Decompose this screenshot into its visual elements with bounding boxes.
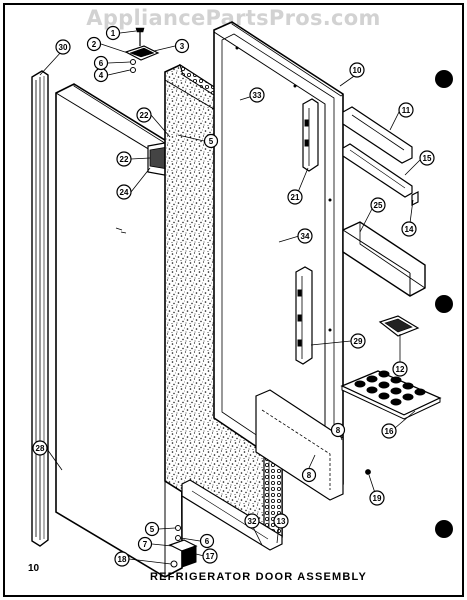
callout-8-upper: 8	[330, 422, 346, 438]
callout-30: 30	[55, 39, 71, 55]
callout-label-33: 33	[253, 91, 262, 100]
callout-label-6-bottom: 6	[205, 537, 210, 546]
binder-hole-middle	[435, 295, 453, 313]
callout-4: 4	[93, 67, 109, 83]
callout-2: 2	[86, 36, 102, 52]
callout-label-8-upper: 8	[336, 426, 341, 435]
callout-label-22-lower: 22	[120, 155, 129, 164]
callout-label-6-top: 6	[99, 59, 104, 68]
part-bottom-hinge	[168, 525, 198, 568]
callout-5-hinge: 5	[0, 0, 5, 2]
callout-29: 29	[350, 333, 366, 349]
callout-10: 10	[349, 62, 365, 78]
callout-1: 1	[105, 25, 121, 41]
callout-label-32: 32	[248, 517, 257, 526]
callout-label-15: 15	[423, 154, 432, 163]
callout-label-22-upper: 22	[140, 111, 149, 120]
part-shelf-bracket-upper	[302, 98, 319, 172]
callout-label-12: 12	[396, 365, 405, 374]
callout-label-34: 34	[301, 232, 310, 241]
callout-label-13: 13	[277, 517, 286, 526]
callout-label-18: 18	[118, 555, 127, 564]
callout-label-28: 28	[36, 444, 45, 453]
callout-8-lower: 8	[301, 467, 317, 483]
part-butter-dish	[378, 315, 420, 337]
callout-label-10: 10	[353, 66, 362, 75]
callout-3: 3	[174, 38, 190, 54]
callout-label-14: 14	[405, 225, 414, 234]
part-shelf-bracket-lower	[295, 266, 313, 365]
binder-hole-top	[435, 70, 453, 88]
callout-24: 24	[116, 184, 132, 200]
part-clip	[411, 191, 419, 206]
callout-7: 7	[137, 536, 153, 552]
page-number: 10	[28, 563, 40, 574]
part-gasket-strip	[31, 70, 49, 547]
callout-25: 25	[370, 197, 386, 213]
part-lower-panel-frame	[255, 389, 344, 501]
callout-22-upper: 22	[136, 107, 152, 123]
callout-label-21: 21	[291, 193, 300, 202]
callout-5-top: 5	[203, 133, 219, 149]
callout-14: 14	[401, 221, 417, 237]
callout-13: 13	[273, 513, 289, 529]
callout-label-25: 25	[374, 201, 383, 210]
callout-18: 18	[114, 551, 130, 567]
callout-6-bottom: 6	[199, 533, 215, 549]
callout-28: 28	[32, 440, 48, 456]
callout-16: 16	[381, 423, 397, 439]
callout-34: 34	[297, 228, 313, 244]
callout-6-top: 6	[93, 55, 109, 71]
part-door-shelf	[342, 221, 426, 297]
callout-label-5-top: 5	[209, 137, 214, 146]
callout-label-5-bottom: 5	[150, 525, 155, 534]
callout-label-11: 11	[402, 106, 411, 115]
callout-label-29: 29	[354, 337, 363, 346]
callout-label-16: 16	[385, 427, 394, 436]
part-egg-tray	[340, 370, 442, 420]
page-border	[3, 3, 464, 597]
callout-label-19: 19	[373, 494, 382, 503]
callout-label-3: 3	[180, 42, 185, 51]
binder-hole-bottom	[435, 520, 453, 538]
callout-label-7: 7	[143, 540, 148, 549]
callout-21: 21	[287, 189, 303, 205]
callout-32: 32	[244, 513, 260, 529]
part-screw	[365, 469, 371, 475]
callout-33: 33	[249, 87, 265, 103]
part-top-hinge	[124, 27, 160, 73]
callout-label-8-lower: 8	[307, 471, 312, 480]
callout-label-4: 4	[99, 71, 104, 80]
callout-label-24: 24	[120, 188, 129, 197]
callout-11: 11	[398, 102, 414, 118]
callout-12: 12	[392, 361, 408, 377]
part-shelf-rail-11	[342, 106, 413, 164]
callout-17: 17	[202, 548, 218, 564]
callout-label-1: 1	[111, 29, 116, 38]
callout-label-2: 2	[92, 40, 97, 49]
callout-label-30: 30	[59, 43, 68, 52]
callout-22-lower: 22	[116, 151, 132, 167]
callout-15: 15	[419, 150, 435, 166]
callout-5-bottom: 5	[144, 521, 160, 537]
part-shelf-rail-15	[342, 143, 413, 198]
diagram-caption: REFRIGERATOR DOOR ASSEMBLY	[150, 571, 367, 583]
callout-19: 19	[369, 490, 385, 506]
callout-label-17: 17	[206, 552, 215, 561]
